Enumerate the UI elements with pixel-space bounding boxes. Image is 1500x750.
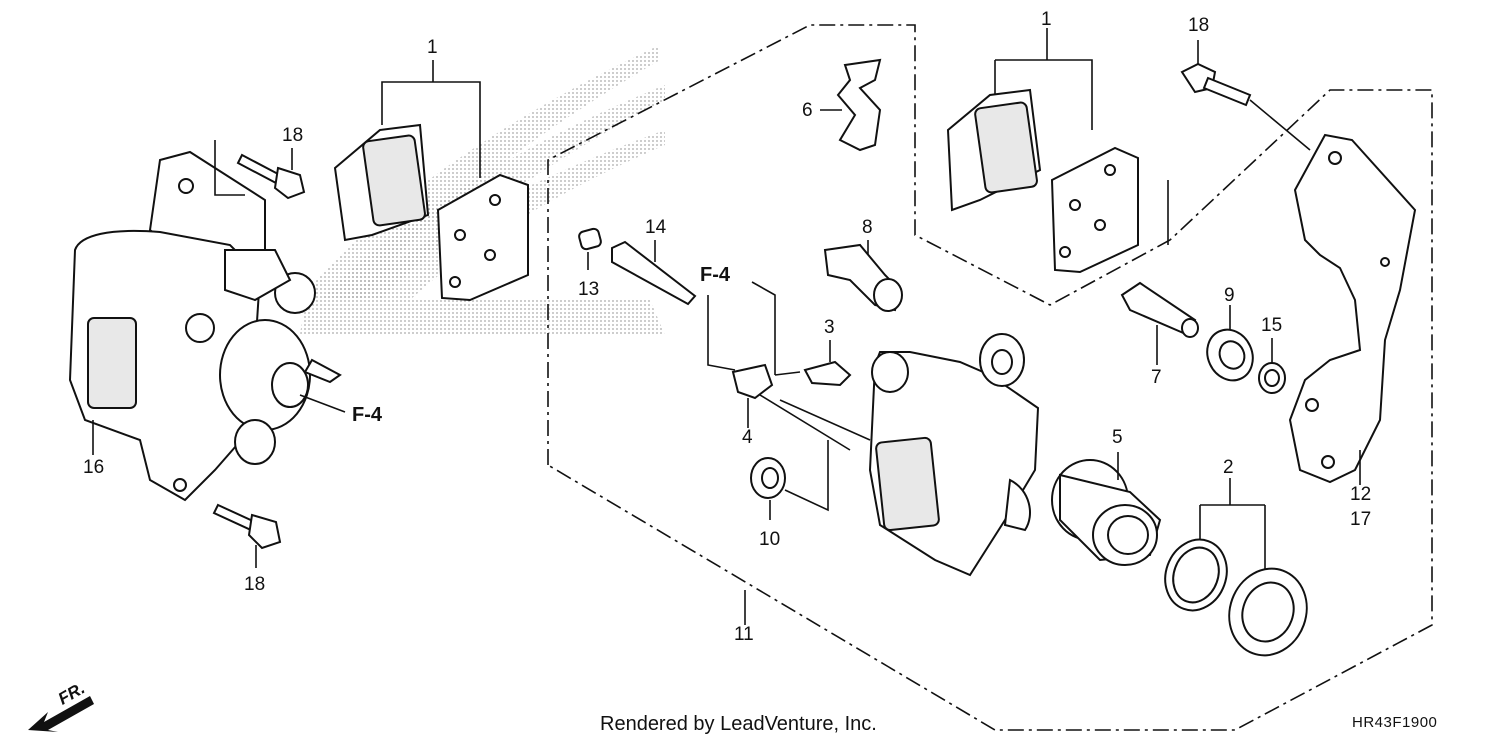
caliper-pin bbox=[611, 240, 697, 306]
callout-18-upper-left: 18 bbox=[282, 125, 304, 146]
lower-left-bolt bbox=[212, 503, 282, 550]
caliper-kit-boundary bbox=[547, 24, 1433, 731]
upper-right-bolt bbox=[1180, 62, 1252, 107]
assembled-caliper bbox=[68, 150, 342, 502]
callout-15: 15 bbox=[1261, 315, 1283, 336]
caliper-bracket bbox=[1288, 133, 1417, 484]
slide-pin-boot bbox=[1206, 328, 1254, 382]
callout-10: 10 bbox=[759, 529, 781, 550]
callout-14: 14 bbox=[645, 217, 667, 238]
retaining-ring bbox=[1258, 362, 1286, 394]
dust-seal bbox=[1228, 567, 1308, 657]
upper-left-bolt bbox=[236, 153, 306, 200]
left-brake-pads bbox=[333, 123, 529, 302]
slide-pin bbox=[1120, 281, 1199, 338]
pin-cap bbox=[578, 227, 602, 251]
callout-13: 13 bbox=[578, 279, 600, 300]
callout-8: 8 bbox=[862, 217, 873, 238]
callout-11: 11 bbox=[734, 624, 754, 645]
dust-boot bbox=[750, 457, 786, 499]
reference-f4-center: F-4 bbox=[700, 264, 730, 286]
callout-6: 6 bbox=[802, 100, 813, 121]
right-brake-pads bbox=[946, 88, 1139, 274]
callout-4: 4 bbox=[742, 427, 753, 448]
callout-3: 3 bbox=[824, 317, 835, 338]
callout-16: 16 bbox=[83, 457, 105, 478]
bleeder-screw bbox=[803, 360, 852, 387]
piston-seal bbox=[1164, 538, 1228, 612]
caliper-body bbox=[868, 333, 1040, 577]
bleeder-cap bbox=[731, 363, 774, 400]
diagram-code: HR43F1900 bbox=[1352, 714, 1438, 731]
render-credit: Rendered by LeadVenture, Inc. bbox=[600, 713, 877, 735]
reference-f4-left: F-4 bbox=[352, 404, 382, 426]
pin-boot bbox=[823, 243, 903, 312]
callout-1-left: 1 bbox=[427, 37, 438, 58]
pad-spring bbox=[836, 58, 882, 152]
front-direction-arrow-icon bbox=[28, 696, 94, 732]
callout-2: 2 bbox=[1223, 457, 1234, 478]
callout-18-lower-left: 18 bbox=[244, 574, 266, 595]
callout-12: 12 bbox=[1350, 484, 1372, 505]
callout-17: 17 bbox=[1350, 509, 1372, 530]
callout-18-upper-right: 18 bbox=[1188, 15, 1210, 36]
callout-1-right: 1 bbox=[1041, 9, 1052, 30]
brake-piston bbox=[1051, 459, 1162, 566]
callout-7: 7 bbox=[1151, 367, 1162, 388]
callout-9: 9 bbox=[1224, 285, 1235, 306]
callout-5: 5 bbox=[1112, 427, 1123, 448]
